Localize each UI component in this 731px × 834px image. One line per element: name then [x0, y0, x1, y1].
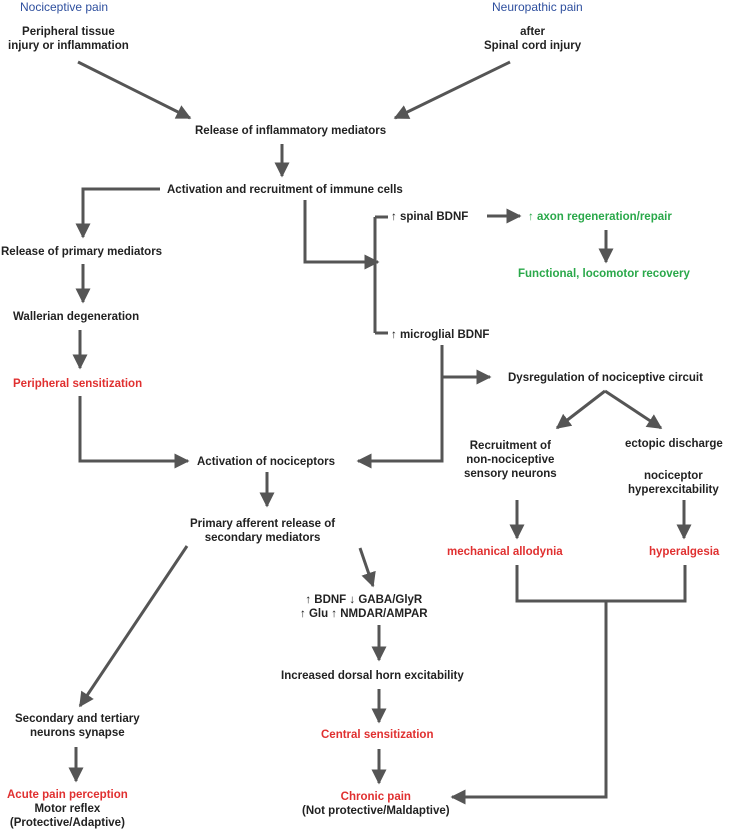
node-chronic-pain: Chronic pain (Not protective/Maldaptive)	[302, 790, 450, 818]
arrow-activation-to-primary	[75, 187, 160, 239]
node-central-sensitization: Central sensitization	[321, 729, 434, 741]
node-wallerian: Wallerian degeneration	[13, 311, 140, 323]
node-hyperalgesia: hyperalgesia	[649, 546, 720, 558]
arrow-microglial-to-nociceptors	[356, 345, 444, 469]
node-release-primary: Release of primary mediators	[1, 246, 163, 258]
node-functional-recovery: Functional, locomotor recovery	[518, 268, 690, 280]
chronic-pain-label: Chronic pain	[340, 791, 411, 803]
node-dysregulation: Dysregulation of nociceptive circuit	[508, 372, 703, 384]
chronic-pain-note: (Not protective/Maldaptive)	[302, 805, 450, 817]
nociceptive-pain-header: Nociceptive pain	[20, 0, 109, 14]
node-axon-regeneration: ↑ axon regeneration/repair	[528, 211, 672, 223]
arrow-primary-afferent-to-receptors	[358, 547, 376, 588]
arrow-merge-to-chronic	[452, 565, 687, 797]
node-dorsal-horn: Increased dorsal horn excitability	[281, 670, 464, 682]
arrow-peripheral-to-nociceptors	[78, 396, 190, 469]
arrow-branch-to-spinal-bdnf	[373, 215, 388, 333]
node-peripheral-sensitization: Peripheral sensitization	[13, 378, 143, 390]
arrow-activation-to-bdnf-branch	[303, 200, 380, 270]
arrow-spinal-to-release	[393, 60, 511, 120]
arrow-dysregulation-to-recruitment	[555, 389, 606, 430]
arrow-peripheral-to-release	[77, 60, 192, 120]
motor-reflex-label: Motor reflex	[34, 803, 101, 815]
protective-adaptive-label: (Protective/Adaptive)	[9, 817, 125, 829]
neuropathic-pain-header: Neuropathic pain	[492, 0, 583, 14]
node-release-inflammatory: Release of inflammatory mediators	[195, 125, 387, 137]
node-receptor-changes: ↑ BDNF ↓ GABA/GlyR↑ Glu ↑ NMDAR/AMPAR	[300, 594, 428, 620]
node-microglial-bdnf: ↑ microglial BDNF	[391, 329, 490, 341]
acute-pain-label: Acute pain perception	[7, 789, 128, 801]
arrow-primary-afferent-to-secondary	[78, 545, 189, 708]
arrow-dysregulation-to-ectopic	[604, 389, 663, 430]
node-ectopic-discharge: ectopic discharge	[625, 438, 723, 450]
node-mechanical-allodynia: mechanical allodynia	[447, 546, 563, 558]
node-activation-immune: Activation and recruitment of immune cel…	[167, 184, 403, 196]
node-activation-nociceptors: Activation of nociceptors	[197, 456, 336, 468]
node-spinal-bdnf: ↑ spinal BDNF	[391, 211, 469, 223]
node-acute-pain: Acute pain perception Motor reflex (Prot…	[7, 788, 128, 830]
